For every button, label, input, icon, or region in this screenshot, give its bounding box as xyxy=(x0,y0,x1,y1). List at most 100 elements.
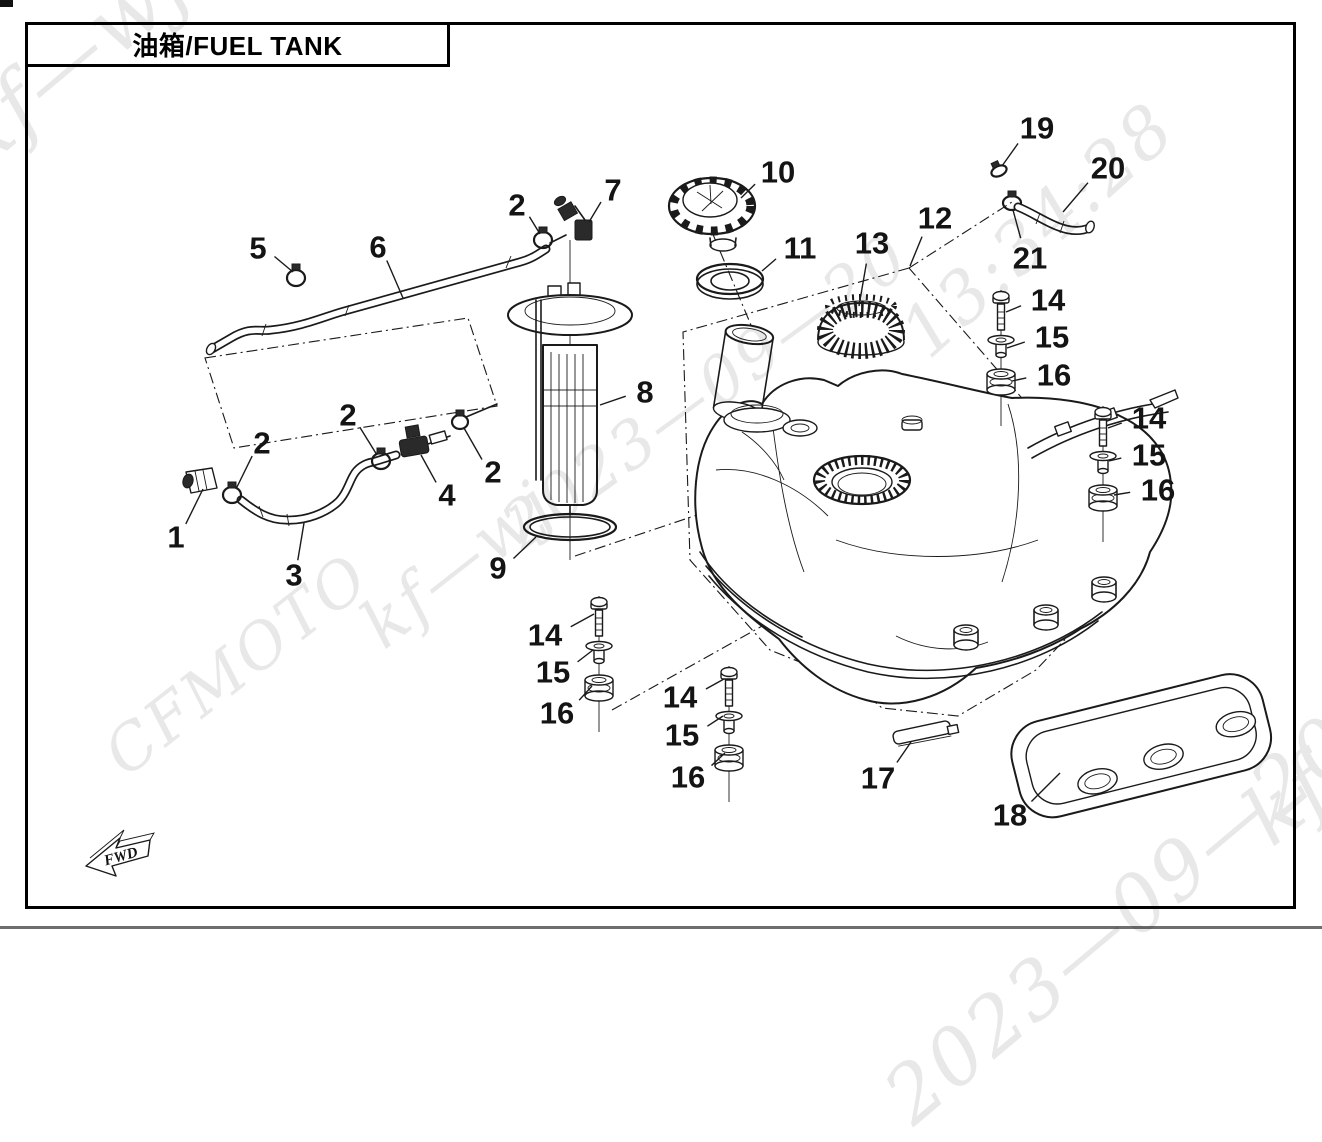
tank-top-fitting xyxy=(782,419,818,437)
leader-line xyxy=(1108,457,1122,462)
part-number: 16 xyxy=(1141,473,1175,508)
pump-flange xyxy=(507,282,633,336)
fwd-arrow: FWD xyxy=(85,829,155,877)
tank-foot xyxy=(1033,604,1059,631)
leader-line xyxy=(1006,341,1026,349)
leader-line xyxy=(896,741,912,763)
clamp-icon xyxy=(990,160,1008,178)
part-number: 13 xyxy=(855,226,889,261)
leader-line xyxy=(1005,305,1022,313)
hose-connector xyxy=(182,467,218,494)
leader-line xyxy=(599,395,627,406)
leader-line xyxy=(1012,209,1022,239)
part-number: 16 xyxy=(540,696,574,731)
pump-oring xyxy=(522,512,618,542)
part-number: 2 xyxy=(339,398,356,433)
spacer-icon xyxy=(715,710,743,735)
leader-line xyxy=(711,752,726,767)
clamp-icon xyxy=(285,263,307,288)
vent-hose xyxy=(205,234,567,356)
corner-mark xyxy=(0,0,13,7)
leader-line xyxy=(359,426,378,456)
spacer-icon xyxy=(1089,450,1117,475)
tank-sensor-fitting xyxy=(901,419,923,431)
fastener-stacks xyxy=(584,290,1118,802)
bolt-icon xyxy=(720,666,738,707)
fuel-tank-body xyxy=(694,323,1179,705)
leader-line xyxy=(185,488,204,525)
part-number: 2 xyxy=(508,188,525,223)
spacer-icon xyxy=(585,640,613,665)
clamp-icons xyxy=(221,160,1023,505)
leader-line xyxy=(1113,491,1131,496)
spacer-icon xyxy=(987,334,1015,359)
part-number: 11 xyxy=(784,231,817,266)
leader-line xyxy=(705,678,725,690)
leader-line xyxy=(1107,422,1123,429)
part-number: 17 xyxy=(861,761,895,796)
bushing-icon xyxy=(1088,484,1118,512)
tank-foot xyxy=(953,624,979,651)
tank-gasket xyxy=(1010,673,1273,819)
filler-ring xyxy=(695,262,765,300)
clamp-icon xyxy=(370,447,392,471)
pump-elbow-fitting xyxy=(553,195,593,241)
part-number: 20 xyxy=(1091,151,1125,186)
part-number: 15 xyxy=(1132,438,1166,473)
part-number: 14 xyxy=(528,618,563,653)
part-number: 14 xyxy=(1031,283,1066,318)
leader-line xyxy=(1011,377,1027,382)
leader-line xyxy=(740,183,756,199)
grommet xyxy=(817,294,905,359)
inline-fitting xyxy=(398,424,451,458)
part-number: 12 xyxy=(918,201,952,236)
leader-line xyxy=(297,522,305,561)
leader-line xyxy=(707,715,724,727)
title-box: 油箱/FUEL TANK xyxy=(25,22,450,67)
part-number: 18 xyxy=(993,798,1027,833)
part-number: 7 xyxy=(604,173,621,208)
bolt-icon xyxy=(590,596,608,637)
bolt-icon xyxy=(992,290,1010,331)
part-number: 10 xyxy=(761,155,795,190)
fastener-stack xyxy=(714,666,744,802)
leader-line xyxy=(274,255,294,273)
part-number: 16 xyxy=(671,760,705,795)
leader-line xyxy=(528,216,541,235)
leader-line xyxy=(570,613,595,628)
part-number: 2 xyxy=(484,455,501,490)
fastener-stack xyxy=(986,290,1016,426)
part-number: 16 xyxy=(1037,358,1071,393)
leader-line xyxy=(588,201,602,223)
leader-line xyxy=(1062,182,1089,213)
bushing-icon xyxy=(986,368,1016,396)
leader-line xyxy=(577,649,594,663)
leader-line xyxy=(235,455,253,490)
leader-line xyxy=(1001,143,1019,167)
bolt-icon xyxy=(1094,406,1112,447)
part-number: 15 xyxy=(536,655,570,690)
part-number: 4 xyxy=(438,478,456,513)
part-number: 14 xyxy=(1132,401,1167,436)
fuel-pump-assembly xyxy=(507,195,633,560)
leader-line xyxy=(858,263,868,307)
clamp-icon xyxy=(221,481,243,505)
part-number: 9 xyxy=(489,551,506,586)
part-number: 14 xyxy=(663,680,698,715)
leader-line xyxy=(761,258,777,272)
part-number: 2 xyxy=(253,426,270,461)
pump-mount-ring xyxy=(812,454,912,506)
leader-line xyxy=(420,454,437,483)
fuel-hose-assembly xyxy=(182,403,498,527)
leader-line xyxy=(1030,772,1061,802)
clamp-icon xyxy=(450,409,470,431)
fastener-stack xyxy=(1088,406,1118,542)
leader-line xyxy=(909,236,923,267)
part-number: 15 xyxy=(1035,320,1069,355)
clamp-icon xyxy=(532,226,554,250)
bushing-icon xyxy=(584,674,614,702)
leader-line xyxy=(513,536,537,560)
part-number: 15 xyxy=(665,718,699,753)
fuel-cap xyxy=(667,176,757,252)
